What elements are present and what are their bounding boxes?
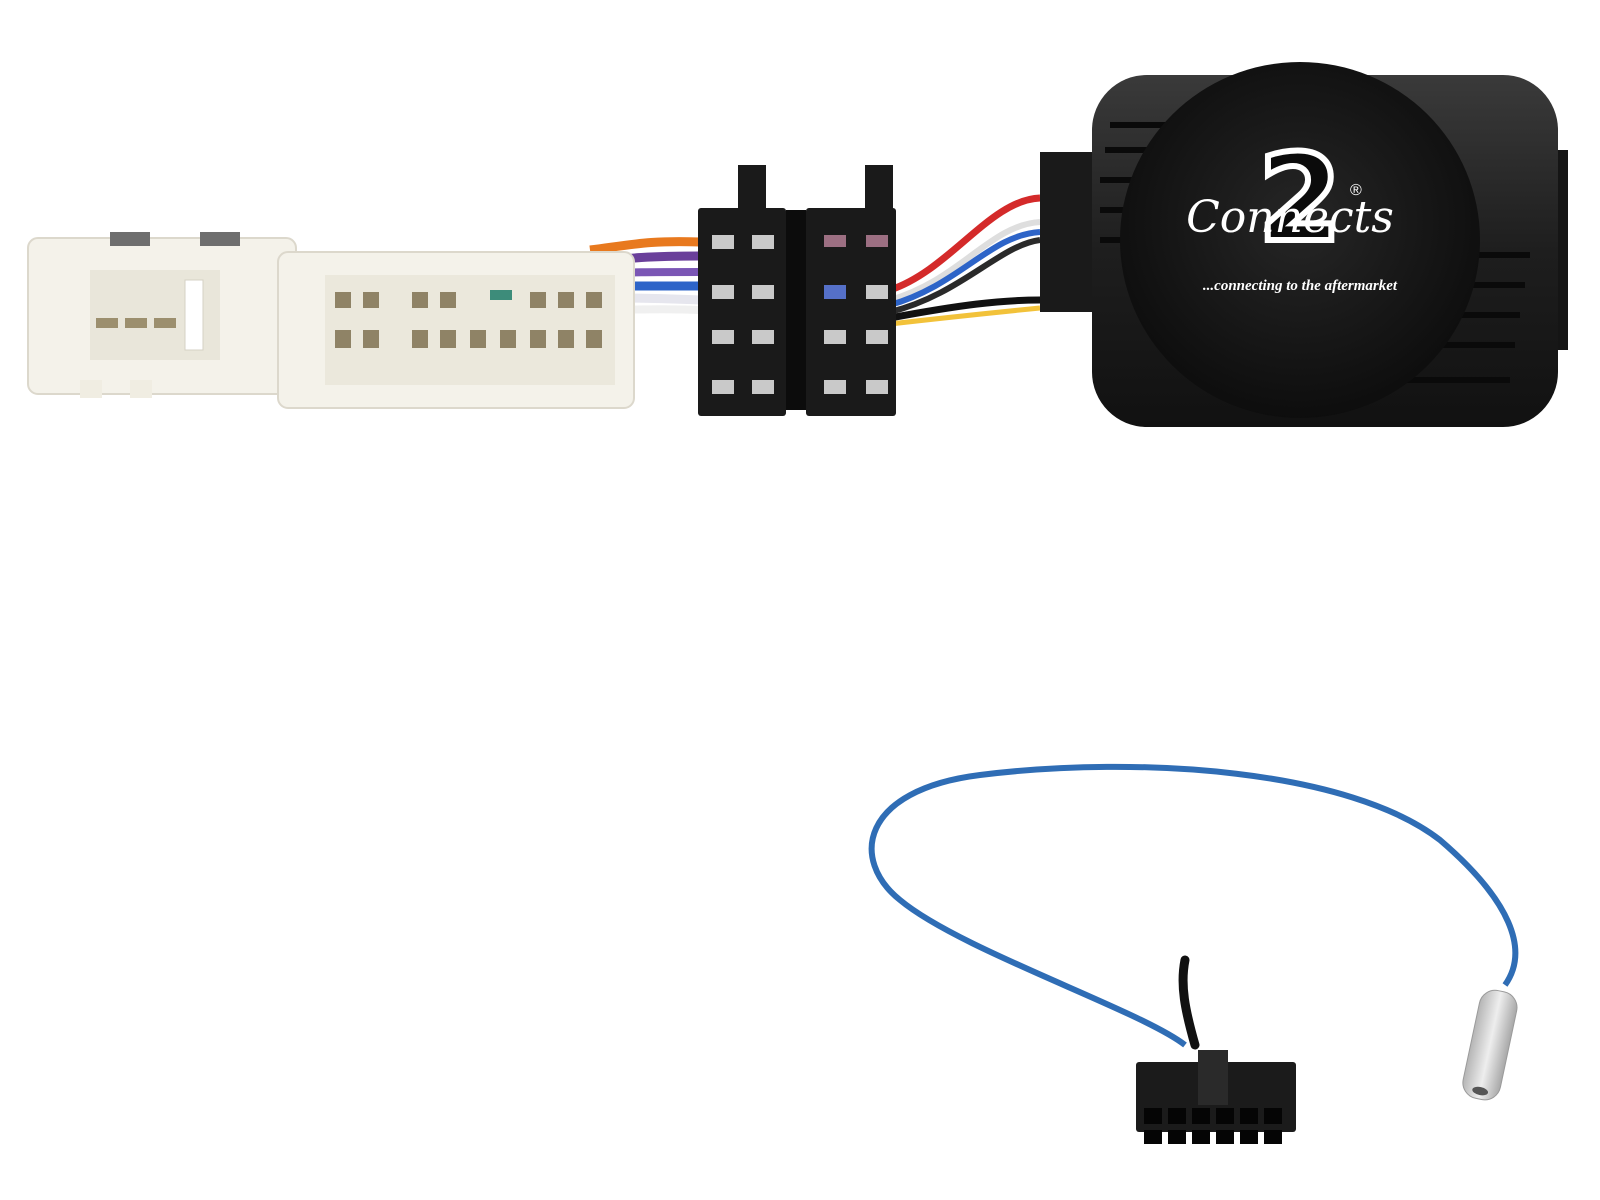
oem-connector-large: [277, 251, 635, 409]
brand-script: Connects: [1186, 192, 1394, 243]
interface-module: 2 Connects ® ...connecting to the afterm…: [1040, 62, 1568, 427]
wire-bundle-right: [888, 194, 1041, 327]
registered-mark: ®: [1350, 182, 1362, 199]
brand-tagline: ...connecting to the aftermarket: [1203, 278, 1398, 294]
molex-plug: [1136, 1050, 1296, 1144]
iso-connector-pair: [698, 165, 896, 416]
brand-numeral: 2: [1258, 130, 1342, 269]
antenna-jack: [1462, 989, 1518, 1101]
oem-connector-small: [27, 232, 297, 398]
patch-lead: [868, 763, 1519, 1144]
